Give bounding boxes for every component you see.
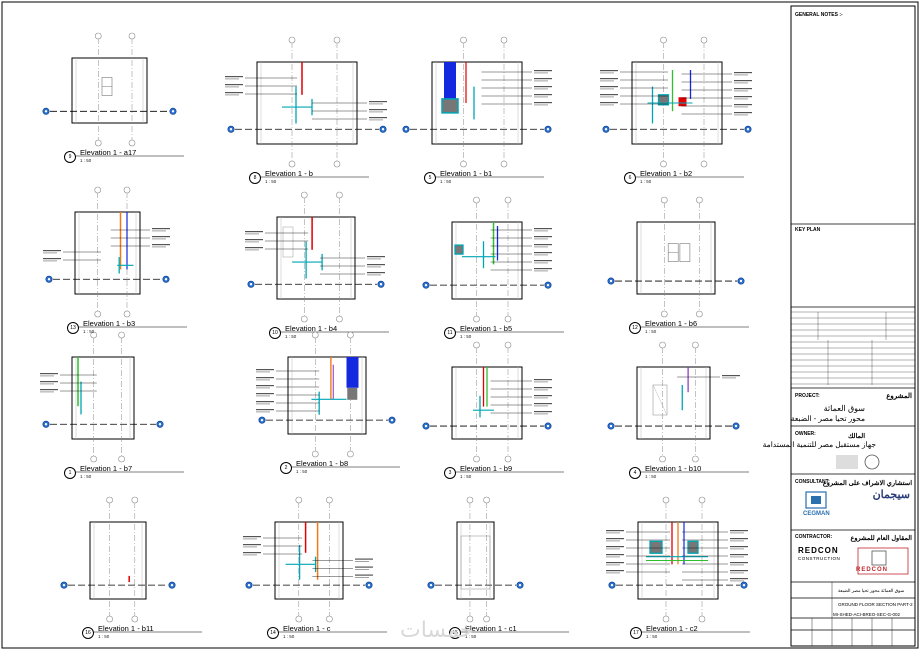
view-number-bubble: 13: [67, 322, 79, 334]
elevation-view-b10: [607, 341, 749, 473]
view-number-bubble: 12: [629, 322, 641, 334]
view-title: Elevation 1 - b3: [83, 319, 136, 328]
view-number-bubble: 1: [64, 467, 76, 479]
project-name-ar-2: محور تحيا مصر - الضبعة: [790, 414, 865, 423]
view-number-bubble: 4: [629, 467, 641, 479]
view-scale: 1 : 50: [460, 334, 472, 339]
elevation-view-b4: [245, 191, 389, 333]
view-number-bubble: 10: [269, 327, 281, 339]
elevation-view-b6: [607, 196, 749, 328]
view-title: Elevation 1 - b2: [640, 169, 693, 178]
view-scale: 1 : 50: [465, 634, 477, 639]
view-title: Elevation 1 - c1: [465, 624, 517, 633]
view-scale: 1 : 50: [440, 179, 452, 184]
view-scale: 1 : 50: [460, 474, 472, 479]
drawing-title-ar: سوق العماثة محور تحيا مصر الضبعة: [838, 588, 905, 593]
view-scale: 1 : 50: [80, 158, 92, 163]
view-number-bubble: 9: [64, 151, 76, 163]
view-number-bubble: 14: [267, 627, 279, 639]
view-number-bubble: 11: [444, 327, 456, 339]
view-title: Elevation 1 - b11: [98, 624, 154, 633]
view-scale: 1 : 50: [265, 179, 277, 184]
drawing-title: GROUND FLOOR SECTION PART-2: [838, 602, 913, 607]
view-title: Elevation 1 - b5: [460, 324, 513, 333]
view-number-bubble: 17: [630, 627, 642, 639]
view-scale: 1 : 50: [645, 474, 657, 479]
view-number-bubble: 2: [280, 462, 292, 474]
view-scale: 1 : 50: [646, 634, 658, 639]
view-number-bubble: 5: [424, 172, 436, 184]
consultant-label-ar: استشاري الاشراف على المشروع: [822, 480, 912, 487]
project-label: PROJECT:: [795, 393, 820, 399]
elevation-view-a17: [42, 32, 184, 157]
consultant-brand-ar: سيجمان: [872, 489, 910, 501]
elevation-view-b7: [40, 331, 184, 473]
consultant-logo: CEGMAN: [803, 511, 830, 517]
watermark: خمسات: [400, 618, 474, 643]
view-number-bubble: 3: [444, 467, 456, 479]
view-scale: 1 : 50: [98, 634, 110, 639]
elevation-view-b11: [60, 496, 202, 633]
contractor-logo-2: REDCON: [856, 567, 889, 573]
elevation-view-b3: [43, 186, 187, 328]
view-scale: 1 : 50: [640, 179, 652, 184]
elevation-view-b: [225, 36, 387, 178]
view-title: Elevation 1 - b9: [460, 464, 513, 473]
view-scale: 1 : 50: [283, 634, 295, 639]
view-title: Elevation 1 - b6: [645, 319, 698, 328]
elevation-view-c1: [427, 496, 569, 633]
elevation-view-b9: [422, 341, 564, 473]
view-title: Elevation 1 - b4: [285, 324, 338, 333]
view-title: Elevation 1 - b1: [440, 169, 493, 178]
elevation-view-c2: [606, 496, 750, 633]
project-name-ar-1: سوق العماثة: [823, 404, 865, 413]
view-title: Elevation 1 - c: [283, 624, 331, 633]
view-scale: 1 : 50: [645, 329, 657, 334]
elevation-view-b1: [402, 36, 552, 178]
contractor-logo-1-sub: CONSTRUCTION: [798, 556, 841, 561]
elevation-view-b2: [600, 36, 752, 178]
view-scale: 1 : 50: [80, 474, 92, 479]
owner-name-ar: جهاز مستقبل مصر للتنمية المستدامة: [762, 440, 876, 449]
contractor-label-ar: المقاول العام للمشروع: [850, 535, 912, 542]
project-label-ar: المشروع: [886, 393, 912, 400]
view-title: Elevation 1 - a17: [80, 148, 137, 157]
view-scale: 1 : 50: [285, 334, 297, 339]
key-plan-label: KEY PLAN: [795, 227, 821, 233]
view-title: Elevation 1 - b: [265, 169, 313, 178]
elevation-view-b5: [422, 196, 564, 333]
consultant-label: CONSULTANT:: [795, 479, 830, 485]
contractor-logo-1: REDCON: [798, 546, 839, 555]
owner-label: OWNER:: [795, 431, 816, 437]
view-title: Elevation 1 - b7: [80, 464, 133, 473]
view-title: Elevation 1 - b10: [645, 464, 702, 473]
elevation-view-b8: [256, 331, 400, 468]
view-number-bubble: 15: [449, 627, 461, 639]
view-scale: 1 : 50: [296, 469, 308, 474]
contractor-label: CONTRACTOR:: [795, 534, 833, 540]
view-number-bubble: 16: [82, 627, 94, 639]
view-number-bubble: 8: [249, 172, 261, 184]
view-title: Elevation 1 - b8: [296, 459, 349, 468]
view-title: Elevation 1 - c2: [646, 624, 698, 633]
elevation-view-c: [243, 496, 387, 633]
general-notes-label: GENERAL NOTES :-: [795, 12, 843, 18]
view-scale: 1 : 50: [83, 329, 95, 334]
view-number-bubble: 6: [624, 172, 636, 184]
owner-label-ar: المالك: [848, 433, 865, 440]
drawing-number: MI-SHED-ACI-BREO-SEC-G-002: [833, 612, 901, 617]
